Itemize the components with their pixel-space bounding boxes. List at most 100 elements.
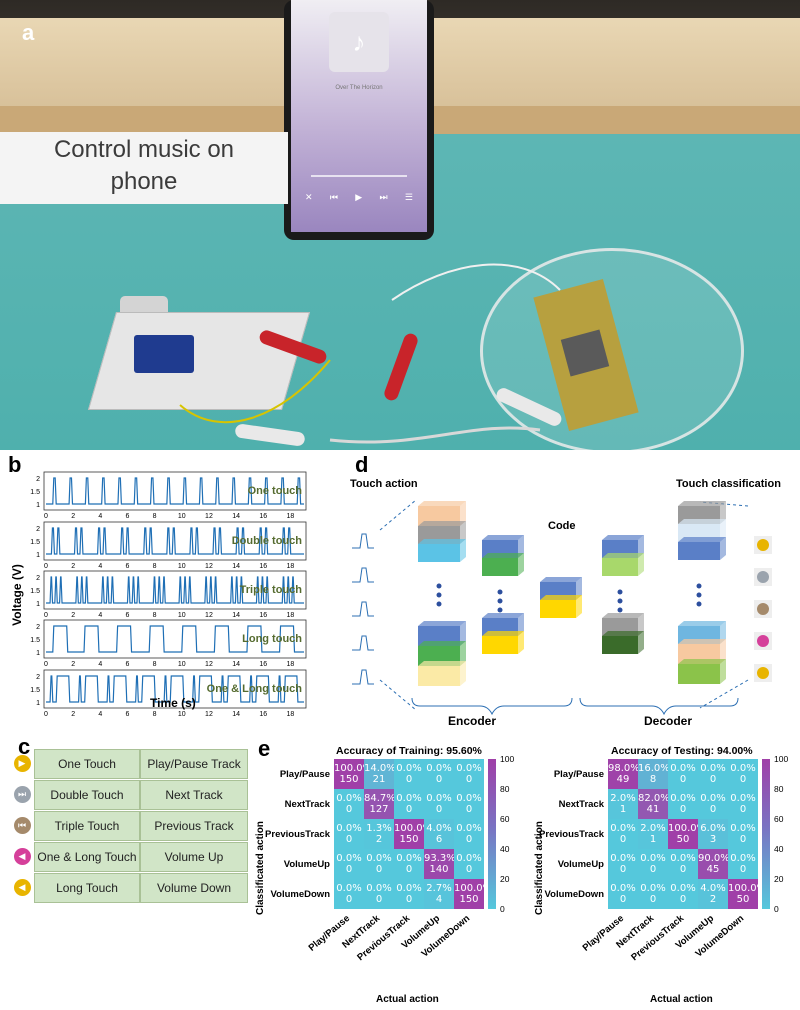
colorbar-tick: 100 xyxy=(774,754,789,764)
panel-c-label: c xyxy=(18,734,31,759)
cell-count: 0 xyxy=(345,894,353,905)
cell-count: 6 xyxy=(435,834,443,845)
matrix-cell: 0.0%0 xyxy=(728,789,758,819)
matrix-cell: 0.0%0 xyxy=(454,789,484,819)
x-tick-label: 14 xyxy=(232,661,240,668)
cell-percent: 0.0% xyxy=(426,793,452,804)
cell-count: 0 xyxy=(405,864,413,875)
colorbar-tick: 20 xyxy=(500,874,510,884)
cell-percent: 14.0% xyxy=(364,763,396,774)
matrix-cell: 0.0%0 xyxy=(394,879,424,909)
x-tick-label: 4 xyxy=(98,612,102,619)
cell-count: 0 xyxy=(709,774,717,785)
cell-percent: 0.0% xyxy=(336,793,362,804)
x-tick-label: 0 xyxy=(44,563,48,570)
matrix-cell: 4.0%6 xyxy=(424,819,454,849)
cell-percent: 0.0% xyxy=(610,823,636,834)
layer-block xyxy=(418,661,466,686)
list-icon: ☰ xyxy=(404,192,413,202)
next-track-icon xyxy=(757,571,769,583)
matrix-cell: 0.0%0 xyxy=(454,819,484,849)
play-icon: ▶ xyxy=(13,755,31,772)
cell-count: 0 xyxy=(405,894,413,905)
x-tick-label: 12 xyxy=(205,661,213,668)
voltage-trace xyxy=(46,477,304,505)
matrix-cell: 0.0%0 xyxy=(334,879,364,909)
colorbar xyxy=(488,759,496,909)
cell-count: 0 xyxy=(619,864,627,875)
row-label: PreviousTrack xyxy=(539,829,604,840)
cell-count: 0 xyxy=(465,834,473,845)
cm-test-title: Accuracy of Testing: 94.00% xyxy=(611,745,753,757)
cell-percent: 0.0% xyxy=(396,853,422,864)
x-tick-label: 2 xyxy=(71,711,75,718)
matrix-cell: 0.0%0 xyxy=(698,789,728,819)
x-tick-label: 10 xyxy=(178,711,186,718)
cell-percent: 0.0% xyxy=(640,853,666,864)
colorbar-tick: 80 xyxy=(774,784,784,794)
encoder-brace xyxy=(411,697,573,716)
y-tick-label: 1.5 xyxy=(30,539,40,546)
x-tick-label: 6 xyxy=(126,563,130,570)
cell-percent: 0.0% xyxy=(640,883,666,894)
cell-percent: 4.0% xyxy=(700,883,726,894)
matrix-cell: 1.3%2 xyxy=(364,819,394,849)
cell-percent: 100.0% xyxy=(728,883,767,894)
colorbar-tick: 60 xyxy=(774,814,784,824)
x-tick-label: 14 xyxy=(232,513,240,520)
colorbar xyxy=(762,759,770,909)
layer-block xyxy=(482,631,524,654)
cell-count: 0 xyxy=(465,864,473,875)
matrix-cell: 0.0%0 xyxy=(334,849,364,879)
cell-count: 0 xyxy=(679,894,687,905)
row-label: NextTrack xyxy=(558,799,604,810)
touch-action-label: Touch action xyxy=(350,478,418,490)
action-cell: Volume Up xyxy=(140,842,248,872)
colorbar-tick: 60 xyxy=(500,814,510,824)
cell-percent: 0.0% xyxy=(456,793,482,804)
matrix-cell: 2.0%1 xyxy=(608,789,638,819)
layer-block xyxy=(418,539,466,562)
cell-count: 0 xyxy=(739,834,747,845)
cell-count: 50 xyxy=(676,834,690,845)
row-icon-box: ◀ xyxy=(10,841,34,872)
cell-percent: 0.0% xyxy=(730,763,756,774)
matrix-cell: 4.0%2 xyxy=(698,879,728,909)
matrix-cell: 90.0%45 xyxy=(698,849,730,879)
encoder-label: Encoder xyxy=(448,714,497,728)
microcontroller xyxy=(134,335,194,373)
music-note-icon: ♪ xyxy=(329,12,389,72)
matrix-cell: 0.0%0 xyxy=(364,879,394,909)
cell-percent: 0.0% xyxy=(670,883,696,894)
matrix-cell: 93.3%140 xyxy=(424,849,456,879)
x-tick-label: 4 xyxy=(98,711,102,718)
cell-percent: 0.0% xyxy=(456,823,482,834)
x-tick-label: 12 xyxy=(205,513,213,520)
cell-percent: 0.0% xyxy=(336,823,362,834)
colorbar-tick: 40 xyxy=(774,844,784,854)
play-icon xyxy=(757,539,769,551)
matrix-cell: 0.0%0 xyxy=(334,789,364,819)
x-tick-label: 0 xyxy=(44,711,48,718)
ellipsis-dot xyxy=(497,598,503,604)
voltage-trace xyxy=(46,625,304,653)
y-tick-label: 1.5 xyxy=(30,637,40,644)
cell-percent: 100.0% xyxy=(334,763,373,774)
x-tick-label: 4 xyxy=(98,563,102,570)
x-tick-label: 16 xyxy=(259,563,267,570)
colorbar-tick: 20 xyxy=(774,874,784,884)
y-tick-label: 2 xyxy=(36,624,40,631)
touch-type-cell: One Touch xyxy=(34,749,140,779)
matrix-cell: 0.0%0 xyxy=(608,849,638,879)
matrix-cell: 98.0%49 xyxy=(608,759,640,789)
x-tick-label: 12 xyxy=(205,563,213,570)
matrix-cell: 14.0%21 xyxy=(364,759,396,789)
cell-count: 150 xyxy=(459,894,479,905)
next-icon: ⏭ xyxy=(379,192,388,202)
voltage-trace xyxy=(46,576,304,604)
matrix-cell: 0.0%0 xyxy=(668,789,698,819)
action-cell: Previous Track xyxy=(140,811,248,841)
cell-count: 150 xyxy=(339,774,359,785)
cell-percent: 84.7% xyxy=(364,793,396,804)
